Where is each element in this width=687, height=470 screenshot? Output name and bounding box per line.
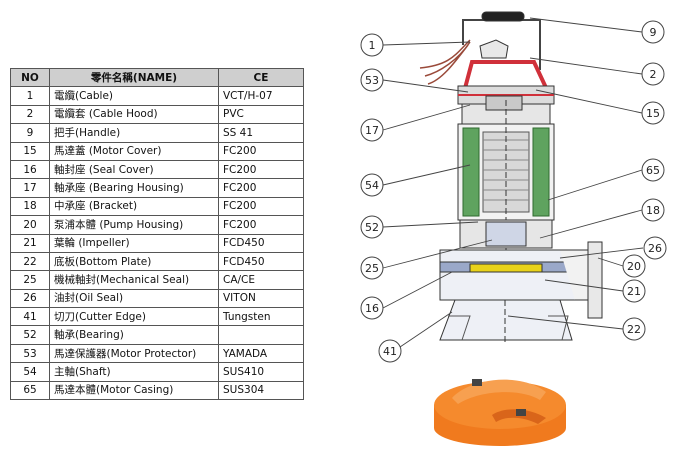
cell-no: 65: [10, 380, 50, 401]
cell-ce: Tungsten: [218, 307, 304, 327]
impeller-photo: [434, 379, 566, 446]
cell-no: 21: [10, 233, 50, 253]
cable-hood: [479, 39, 509, 59]
impeller-section: [469, 263, 543, 273]
svg-text:54: 54: [365, 179, 379, 192]
cell-no: 54: [10, 362, 50, 382]
svg-text:2: 2: [650, 68, 657, 81]
table-header-row: NO 零件名稱(NAME) CE: [10, 67, 304, 88]
cell-name: 馬達本體(Motor Casing): [49, 380, 219, 401]
stator-winding-right: [532, 127, 550, 217]
column-header-name: 零件名稱(NAME): [49, 67, 219, 88]
cell-name: 機械軸封(Mechanical Seal): [49, 270, 219, 290]
cell-name: 馬達蓋 (Motor Cover): [49, 141, 219, 161]
column-header-no: NO: [10, 67, 50, 88]
cell-ce: SS 41: [218, 123, 304, 143]
cell-name: 切刀(Cutter Edge): [49, 307, 219, 327]
svg-text:21: 21: [627, 285, 641, 298]
callout-1: 1: [360, 33, 384, 57]
callout-9: 9: [641, 20, 665, 44]
cell-ce: FC200: [218, 141, 304, 161]
svg-text:22: 22: [627, 323, 641, 336]
callout-16: 16: [360, 296, 384, 320]
svg-text:26: 26: [648, 242, 662, 255]
callout-52: 52: [360, 215, 384, 239]
cell-ce: SUS304: [218, 380, 304, 401]
callout-20: 20: [622, 254, 646, 278]
callout-22: 22: [622, 317, 646, 341]
svg-text:1: 1: [369, 39, 376, 52]
svg-text:17: 17: [365, 124, 379, 137]
callout-41: 41: [378, 339, 402, 363]
cell-ce: FCD450: [218, 251, 304, 272]
cell-name: 底板(Bottom Plate): [49, 251, 219, 272]
callout-25: 25: [360, 256, 384, 280]
callout-21: 21: [622, 279, 646, 303]
svg-text:18: 18: [646, 204, 660, 217]
cell-no: 15: [10, 141, 50, 161]
callout-26: 26: [643, 236, 667, 260]
cable: [419, 39, 471, 85]
svg-text:9: 9: [650, 26, 657, 39]
callout-65: 65: [641, 158, 665, 182]
cell-ce: YAMADA: [218, 343, 304, 364]
cell-ce: SUS410: [218, 362, 304, 382]
svg-text:41: 41: [383, 345, 397, 358]
cell-ce: VCT/H-07: [218, 86, 304, 106]
callout-2: 2: [641, 62, 665, 86]
callout-circles: 1 53 17 54 52 25 16 41 9 2 15 65 18 26 2…: [360, 20, 667, 363]
svg-text:20: 20: [627, 260, 641, 273]
column-header-ce: CE: [218, 67, 304, 88]
cell-name: 軸封座 (Seal Cover): [49, 159, 219, 180]
cell-no: 53: [10, 343, 50, 364]
handle-grip: [481, 11, 525, 22]
cell-name: 電纜套 (Cable Hood): [49, 104, 219, 125]
cell-ce: FC200: [218, 196, 304, 217]
stator-winding-left: [462, 127, 480, 217]
cell-ce: PVC: [218, 104, 304, 125]
motor-cover-frame: [462, 60, 550, 93]
svg-text:65: 65: [646, 164, 660, 177]
callout-53: 53: [360, 68, 384, 92]
svg-text:25: 25: [365, 262, 379, 275]
cell-no: 18: [10, 196, 50, 217]
leader-lines: [382, 17, 644, 348]
svg-text:15: 15: [646, 107, 660, 120]
svg-text:16: 16: [365, 302, 379, 315]
cell-ce: FC200: [218, 178, 304, 198]
svg-text:52: 52: [365, 221, 379, 234]
callout-17: 17: [360, 118, 384, 142]
callout-54: 54: [360, 173, 384, 197]
bottom-plate: [439, 299, 573, 341]
cell-name: 把手(Handle): [49, 123, 219, 143]
callout-18: 18: [641, 198, 665, 222]
callout-15: 15: [641, 101, 665, 125]
pump-drawing: [419, 11, 603, 345]
svg-text:53: 53: [365, 74, 379, 87]
